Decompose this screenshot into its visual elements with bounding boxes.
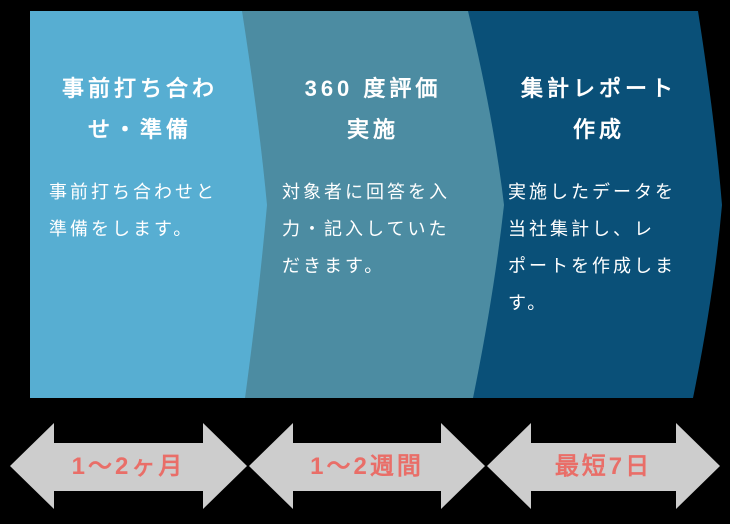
- step-2-description-line: 対象者に回答を入: [282, 182, 450, 202]
- step-2-description: 対象者に回答を入 力・記入していた だきます。: [282, 174, 450, 285]
- step-3-description-line: す。: [508, 293, 549, 313]
- duration-label-1: 1〜2ヶ月: [71, 453, 186, 480]
- step-3-description-line: 当社集計し、レ: [508, 219, 655, 239]
- duration-label-2: 1〜2週間: [310, 453, 424, 480]
- step-1-panel-shape: [30, 11, 267, 398]
- duration-arrow-2: [249, 423, 485, 509]
- step-2-panel-shape: [240, 11, 504, 398]
- duration-arrow-3: [487, 423, 720, 509]
- step-3-title-line: 作成: [572, 117, 625, 142]
- step-3-description-line: ポートを作成しま: [508, 256, 676, 276]
- step-2-title-line: 実施: [346, 117, 399, 142]
- step-1-title: 事前打ち合わ せ・準備: [47, 68, 233, 150]
- step-2-description-line: 力・記入していた: [282, 219, 450, 239]
- duration-label-3: 最短7日: [554, 453, 653, 480]
- process-step-3: 集計レポート 作成 実施したデータを 当社集計し、レ ポートを作成しま す。: [506, 0, 692, 420]
- step-3-description-line: 実施したデータを: [508, 182, 676, 202]
- step-2-title: 360 度評価 実施: [280, 68, 466, 150]
- process-step-2: 360 度評価 実施 対象者に回答を入 力・記入していた だきます。: [280, 0, 466, 420]
- step-1-title-line: 事前打ち合わ: [61, 76, 218, 101]
- step-3-title-line: 集計レポート: [520, 76, 677, 101]
- step-2-description-line: だきます。: [282, 256, 386, 276]
- step-3-description: 実施したデータを 当社集計し、レ ポートを作成しま す。: [508, 174, 676, 322]
- process-step-1: 事前打ち合わ せ・準備 事前打ち合わせと 準備をします。: [47, 0, 233, 420]
- step-1-title-line: せ・準備: [87, 117, 192, 142]
- step-2-title-line: 360 度評価: [304, 76, 442, 101]
- step-1-description-line: 事前打ち合わせと: [49, 182, 217, 202]
- step-3-panel-shape: [466, 11, 722, 398]
- duration-arrow-1: [10, 423, 247, 509]
- step-1-description: 事前打ち合わせと 準備をします。: [49, 174, 217, 248]
- step-3-title: 集計レポート 作成: [506, 68, 692, 150]
- step-1-description-line: 準備をします。: [49, 219, 195, 239]
